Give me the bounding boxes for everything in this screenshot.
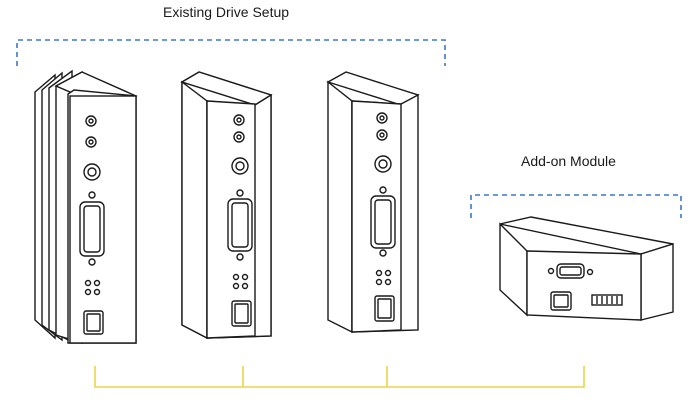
connection-line xyxy=(94,366,585,388)
drive-unit-2 xyxy=(180,71,273,340)
drive-unit-1 xyxy=(34,69,138,344)
addon-group-bracket xyxy=(470,194,682,218)
addon-module xyxy=(499,216,674,321)
drive-unit-3 xyxy=(326,71,420,334)
addon-module-label: Add-on Module xyxy=(521,153,616,169)
existing-group-bracket xyxy=(16,39,446,66)
existing-drive-setup-label: Existing Drive Setup xyxy=(163,4,290,20)
